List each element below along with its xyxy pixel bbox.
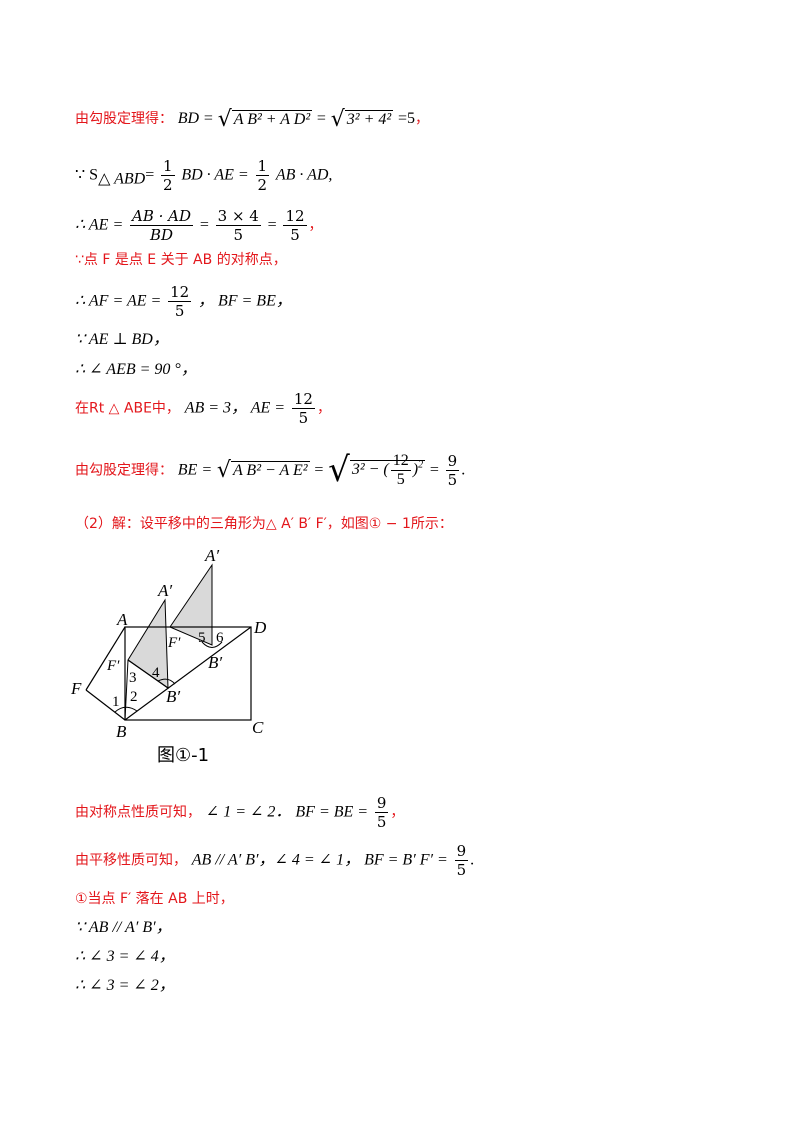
angle-arc-b2 bbox=[201, 641, 223, 648]
label-n1: 1 bbox=[112, 694, 120, 710]
figure-caption: 图①-1 bbox=[157, 745, 209, 766]
label-n2: 2 bbox=[130, 689, 138, 705]
label-n3: 3 bbox=[129, 670, 137, 686]
text-label: 在Rt △ ABE中， bbox=[75, 400, 180, 417]
line-15: ∴ ∠ 3 = ∠ 4， bbox=[75, 948, 175, 965]
math: ∠ 1 = ∠ 2． BF = BE = bbox=[205, 803, 369, 821]
label-n4: 4 bbox=[152, 665, 160, 681]
angle-arc-b bbox=[114, 706, 138, 713]
segment-b-fprime bbox=[124, 659, 129, 721]
text-label: 由平移性质可知， bbox=[75, 852, 187, 869]
angle-arc-b1 bbox=[157, 678, 176, 685]
subscript: △ ABD bbox=[98, 170, 146, 188]
text-label: 由对称点性质可知， bbox=[75, 804, 201, 821]
label-A1: A′ bbox=[157, 581, 172, 600]
label-F: F bbox=[70, 679, 82, 698]
line-10: （2）解：设平移中的三角形为△ A′ B′ F′，如图① − 1所示： bbox=[75, 516, 453, 532]
line-12: 由平移性质可知， AB // A′ B′，∠ 4 = ∠ 1， BF = B′ … bbox=[75, 842, 475, 879]
rectangle-abcd bbox=[124, 626, 252, 721]
label-F2: F′ bbox=[167, 635, 181, 651]
label-A: A bbox=[116, 610, 128, 629]
line-7: ∴ ∠ AEB = 90 °， bbox=[75, 361, 197, 378]
math: ∴ AE = bbox=[75, 216, 124, 234]
label-B1: B′ bbox=[166, 687, 180, 706]
radicand: A B² − A E² bbox=[230, 461, 310, 479]
text-label: 由勾股定理得： bbox=[75, 111, 173, 127]
math: AB · AD, bbox=[275, 166, 333, 184]
math: AB = 3， AE = bbox=[184, 399, 286, 417]
text-label: 由勾股定理得： bbox=[75, 462, 173, 479]
label-A2: A′ bbox=[204, 546, 219, 565]
label-D: D bbox=[253, 618, 267, 637]
math: BE = bbox=[177, 461, 213, 479]
line-16: ∴ ∠ 3 = ∠ 2， bbox=[75, 977, 175, 994]
label-F1: F′ bbox=[106, 658, 120, 674]
math: ∴ AF = AE = bbox=[75, 292, 162, 310]
radicand: 3² − bbox=[351, 461, 380, 479]
label-B: B bbox=[116, 722, 127, 741]
shaded-triangle-2 bbox=[169, 563, 213, 646]
label-n6: 6 bbox=[216, 630, 224, 646]
label-n5: 5 bbox=[198, 630, 206, 646]
line-13: ①当点 F′ 落在 AB 上时， bbox=[75, 891, 234, 907]
math: ∵ S bbox=[75, 166, 99, 184]
figure-svg: A′ A′ A D F′ 5 6 B′ F′ 3 4 F 1 2 B′ B C … bbox=[70, 546, 267, 766]
segment-fb bbox=[85, 689, 126, 721]
result: 5 bbox=[406, 110, 415, 127]
diagonal-bd bbox=[124, 626, 252, 721]
segment-fprime-bprime bbox=[127, 659, 169, 689]
radicand: 3² + 4² bbox=[344, 109, 394, 128]
line-4: ∵点 F 是点 E 关于 AB 的对称点， bbox=[75, 252, 287, 268]
line-6: ∵ AE ⊥ BD， bbox=[75, 331, 169, 348]
math: ， BF = BE， bbox=[197, 292, 292, 310]
label-C: C bbox=[252, 718, 264, 737]
geometry-figure: A′ A′ A D F′ 5 6 B′ F′ 3 4 F 1 2 B′ B C … bbox=[60, 540, 320, 774]
line-14: ∵ AB // A′ B′， bbox=[75, 919, 172, 936]
segment-af bbox=[85, 626, 126, 691]
math: BD · AE = bbox=[181, 166, 249, 184]
math: BD bbox=[177, 110, 200, 127]
math: AB // A′ B′，∠ 4 = ∠ 1， BF = B′ F′ = bbox=[191, 851, 448, 869]
radicand: A B² + A D² bbox=[231, 109, 313, 128]
label-B2: B′ bbox=[208, 653, 222, 672]
line-1: 由勾股定理得： BD = √A B² + A D² = √3² + 4² =5， bbox=[75, 106, 429, 132]
